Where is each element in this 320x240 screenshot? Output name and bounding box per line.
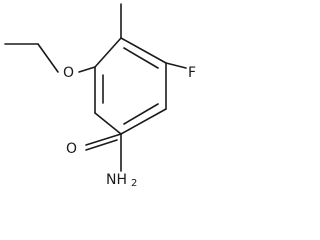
- carbonyl-bond: [85, 139, 118, 151]
- fluorine-bond: [165, 62, 187, 69]
- ring-bond: [120, 108, 167, 135]
- ring-bond: [94, 37, 122, 68]
- structure-canvas: O F O NH 2: [4, 3, 197, 188]
- ether-oxygen-label: O: [63, 65, 74, 81]
- ethyl-bond: [37, 43, 59, 73]
- amide-nitrogen-label: NH: [106, 172, 127, 188]
- molecule-diagram: O F O NH 2: [4, 3, 196, 188]
- amide-subscript-label: 2: [131, 178, 137, 188]
- carbonyl-bond: [85, 133, 122, 146]
- ether-bond: [78, 66, 96, 73]
- ring-double-bond: [123, 103, 159, 125]
- ring-bond: [120, 37, 167, 64]
- ring-double-bond: [123, 47, 159, 69]
- fluorine-label: F: [188, 65, 196, 81]
- carbonyl-oxygen-label: O: [66, 141, 77, 157]
- ring-bond: [94, 112, 122, 135]
